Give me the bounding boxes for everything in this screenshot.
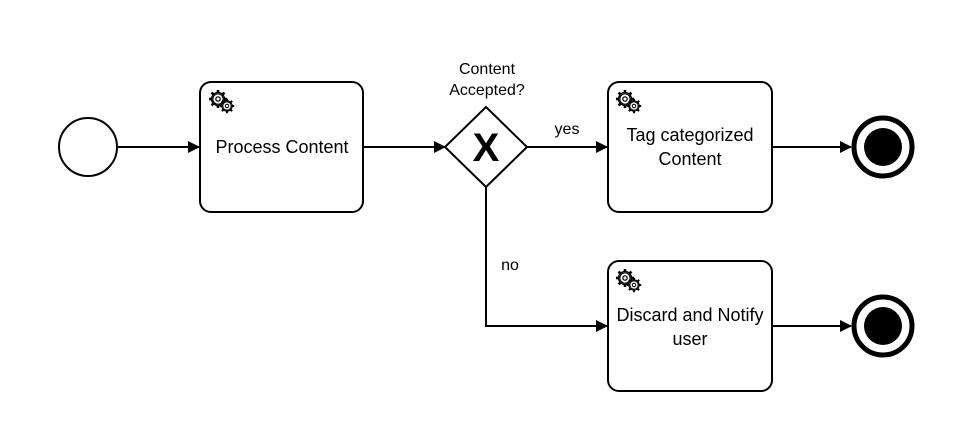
gateway-question-line2: Accepted? bbox=[449, 82, 525, 99]
task-tag-label-line2: Content bbox=[658, 149, 721, 169]
task-discard-label-line2: user bbox=[672, 329, 707, 349]
start-event[interactable] bbox=[58, 117, 118, 177]
task-process-content-label: Process Content bbox=[215, 137, 348, 157]
gateway-question-line1: Content bbox=[459, 61, 516, 78]
end-event-bottom[interactable] bbox=[851, 294, 915, 358]
exclusive-gateway[interactable]: X bbox=[443, 105, 529, 189]
task-discard-and-notify-user[interactable]: Discard and Notify user bbox=[607, 260, 773, 392]
task-process-content[interactable]: Process Content bbox=[199, 81, 364, 213]
task-tag-categorized-content[interactable]: Tag categorized Content bbox=[607, 81, 773, 213]
task-tag-label-line1: Tag categorized bbox=[626, 125, 753, 145]
task-discard-label-line1: Discard and Notify bbox=[616, 305, 763, 325]
end-event-top[interactable] bbox=[851, 115, 915, 179]
flow-yes-label: yes bbox=[555, 121, 580, 138]
gateway-x-symbol: X bbox=[473, 126, 500, 170]
flow-no bbox=[485, 187, 608, 332]
flow-no-label: no bbox=[501, 257, 519, 274]
